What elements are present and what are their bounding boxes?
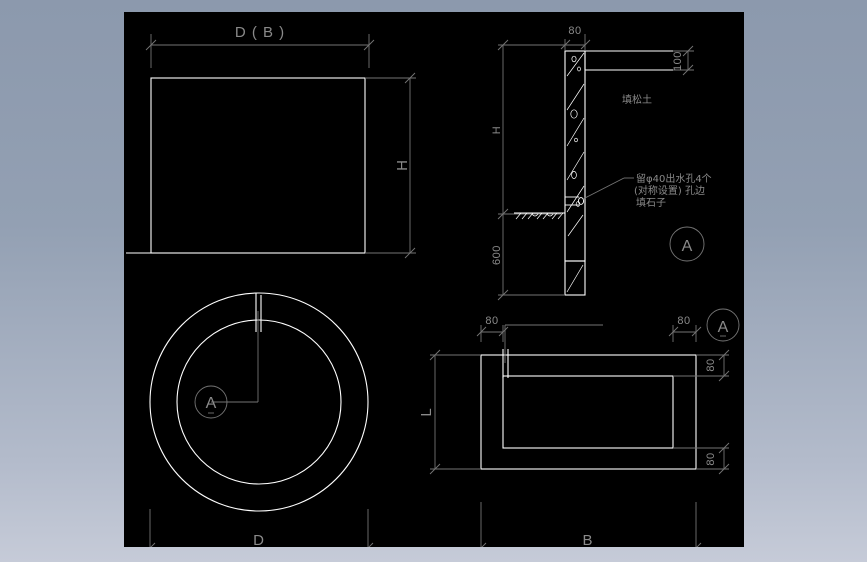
section-detail-bubble-label: A [682, 238, 693, 255]
rect-top-offset-dimension: 80 [673, 349, 730, 382]
rectangular-plan-view: A 80 [418, 308, 740, 547]
elevation-body-outline [150, 77, 366, 254]
rect-top-offset-label: 80 [705, 358, 717, 371]
circle-section-cut-marks [255, 293, 262, 332]
drainage-note-line-3: 填石子 [636, 196, 666, 209]
cad-drawing-svg: D ( B ) H [126, 24, 740, 547]
drainage-note-text: 留φ40出水孔4个 (对称设置) 孔边 填石子 [634, 172, 712, 209]
cad-drawing-canvas[interactable]: D ( B ) H [124, 12, 744, 547]
cap-height-dimension: 100 [672, 45, 694, 76]
drainage-note-line-1: 留φ40出水孔4个 [636, 172, 712, 185]
cover-slab [584, 50, 673, 71]
circle-detail-bubble-label: A [206, 395, 217, 412]
wall-thickness-dimension: 80 [560, 25, 591, 50]
rect-section-cut-marks [502, 349, 509, 378]
rect-length-dimension: L [418, 349, 481, 475]
circle-detail-leader [211, 311, 259, 403]
section-height-dimension: H [491, 39, 565, 220]
wall-section-view: 80 [491, 25, 712, 301]
circular-plan-view: A D [149, 292, 374, 547]
circle-detail-bubble-a[interactable]: A [194, 385, 228, 419]
circle-diameter-dimension: D [149, 509, 374, 547]
footing-depth-label: 600 [491, 245, 503, 265]
wall-footing-stub [564, 260, 586, 296]
elevation-width-label: D ( B ) [235, 24, 285, 41]
elevation-width-dimension: D ( B ) [145, 24, 375, 68]
drainage-note-line-2: (对称设置) 孔边 [634, 184, 705, 197]
rect-detail-bubble-a[interactable]: A [706, 308, 740, 342]
ground-line-hatch [514, 212, 565, 220]
rect-width-dimension: B [480, 502, 702, 547]
rect-left-offset-label: 80 [485, 315, 498, 327]
section-detail-bubble-a[interactable]: A [669, 226, 705, 262]
rect-inner-wall [502, 375, 674, 449]
wall-thickness-label: 80 [568, 25, 581, 37]
footing-depth-dimension: 600 [491, 214, 565, 301]
circle-diameter-label: D [253, 532, 265, 547]
rect-detail-leader [504, 324, 603, 363]
elevation-height-dimension: H [365, 72, 416, 259]
elevation-view: D ( B ) H [126, 24, 416, 259]
cap-height-label: 100 [672, 51, 684, 71]
section-height-label: H [491, 126, 503, 134]
circle-inner-wall [176, 319, 342, 485]
concrete-hatch-pattern [566, 52, 585, 237]
rect-width-label: B [582, 532, 593, 547]
rect-right-offset-label: 80 [677, 315, 690, 327]
rect-right-offset-dimension: 80 [668, 315, 702, 342]
rect-bottom-offset-label: 80 [705, 452, 717, 465]
rect-outer-wall [480, 354, 697, 470]
backfill-note-label: 填松土 [622, 93, 652, 106]
rect-bottom-offset-dimension: 80 [673, 442, 730, 475]
drainage-hole-detail [565, 177, 634, 206]
rect-length-label: L [418, 407, 435, 416]
rect-detail-bubble-label: A [718, 319, 729, 336]
rect-left-offset-dimension: 80 [476, 315, 509, 342]
circle-outer-wall [149, 292, 369, 512]
wall-section-outline [564, 50, 586, 262]
elevation-height-label: H [394, 159, 411, 171]
